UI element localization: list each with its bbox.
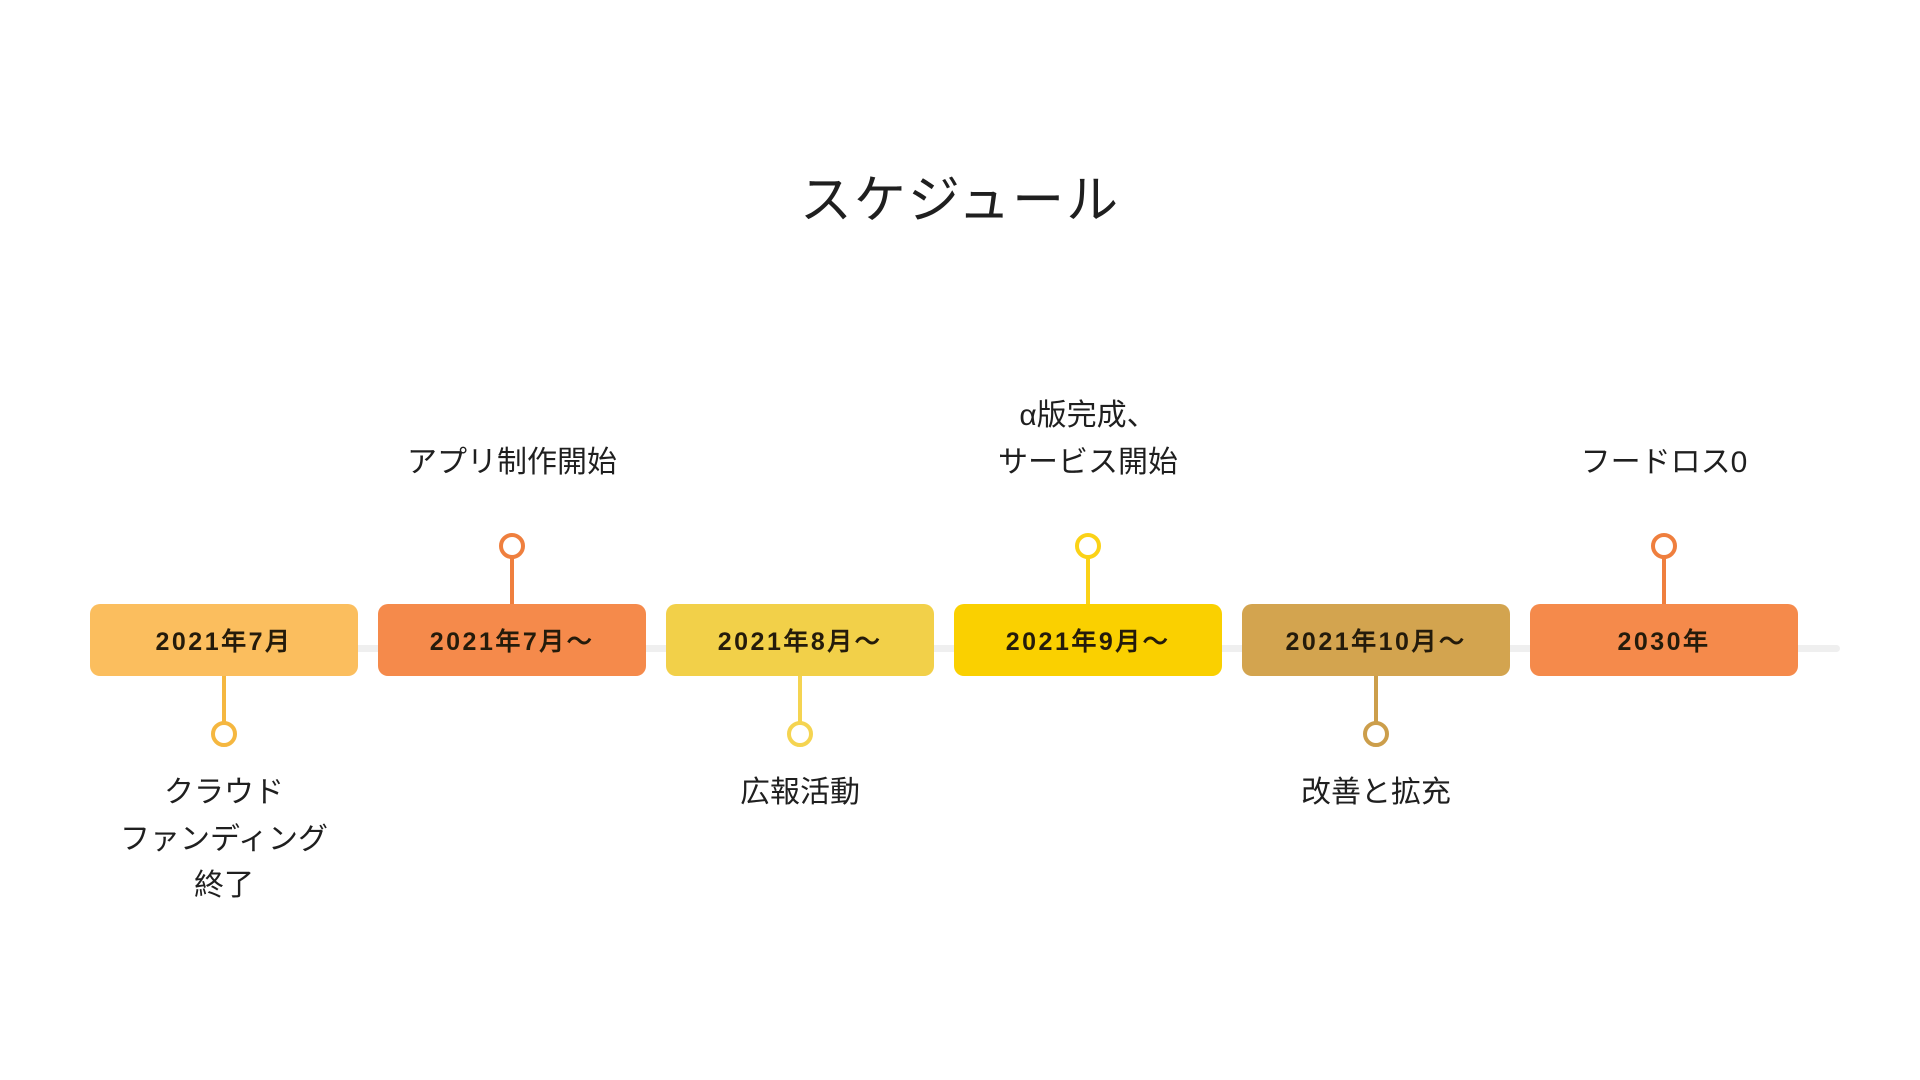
pin-stem — [1374, 672, 1378, 734]
period-label: 2030年 — [1617, 628, 1711, 656]
period-label: 2021年7月 — [155, 628, 293, 656]
timeline-milestone[interactable]: 2021年8月〜広報活動 — [666, 0, 934, 1080]
pin-stem — [510, 546, 514, 608]
timeline-milestone[interactable]: 2021年7月クラウド ファンディング 終了 — [90, 0, 358, 1080]
milestone-callout-text: α版完成、 サービス開始 — [998, 399, 1178, 479]
period-label: 2021年10月〜 — [1285, 628, 1467, 656]
pin-ring-icon — [1075, 533, 1101, 559]
timeline-period-bar[interactable]: 2021年7月 — [90, 604, 358, 676]
timeline-milestone[interactable]: 2021年9月〜 α版完成、 サービス開始 — [954, 0, 1222, 1080]
pin-ring-icon — [499, 533, 525, 559]
pin-stem — [1662, 546, 1666, 608]
period-label: 2021年7月〜 — [429, 628, 595, 656]
timeline-milestone[interactable]: 2021年10月〜改善と拡充 — [1242, 0, 1510, 1080]
timeline-milestone[interactable]: 2021年7月〜 アプリ制作開始 — [378, 0, 646, 1080]
milestone-callout-text: 改善と拡充 — [1301, 776, 1451, 809]
pin-ring-icon — [787, 721, 813, 747]
timeline-period-bar[interactable]: 2021年7月〜 — [378, 604, 646, 676]
period-label: 2021年9月〜 — [1005, 628, 1171, 656]
timeline-period-bar[interactable]: 2030年 — [1530, 604, 1798, 676]
timeline-period-bar[interactable]: 2021年9月〜 — [954, 604, 1222, 676]
timeline-milestone[interactable]: 2030年 フードロス0 — [1530, 0, 1798, 1080]
pin-stem — [798, 672, 802, 734]
pin-stem — [222, 672, 226, 734]
period-label: 2021年8月〜 — [717, 628, 883, 656]
milestone-callout-text: アプリ制作開始 — [407, 445, 617, 479]
milestone-callout-text: クラウド ファンディング 終了 — [120, 776, 328, 902]
page-title: スケジュール — [799, 172, 1121, 230]
milestone-callout-text: フードロス0 — [1580, 445, 1748, 479]
timeline-period-bar[interactable]: 2021年10月〜 — [1242, 604, 1510, 676]
milestone-callout-text: 広報活動 — [740, 776, 860, 809]
pin-ring-icon — [1651, 533, 1677, 559]
timeline-period-bar[interactable]: 2021年8月〜 — [666, 604, 934, 676]
pin-ring-icon — [1363, 721, 1389, 747]
pin-ring-icon — [211, 721, 237, 747]
pin-stem — [1086, 546, 1090, 608]
